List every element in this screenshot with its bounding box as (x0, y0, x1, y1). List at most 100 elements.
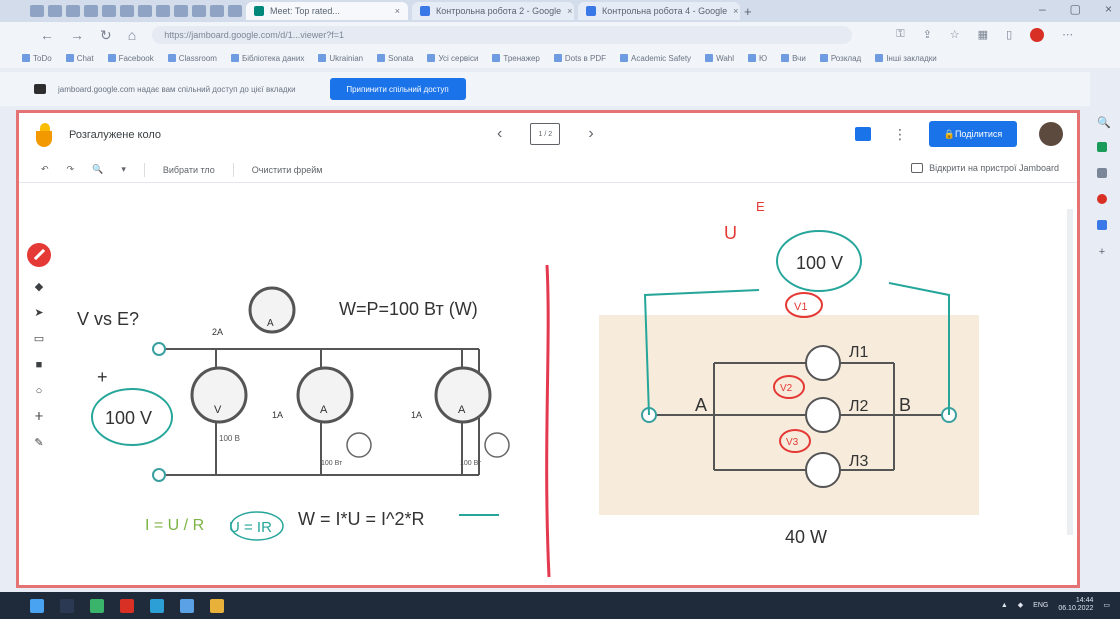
redo-icon[interactable]: ↷ (66, 164, 75, 174)
text-box-icon[interactable]: ⵜ (34, 411, 44, 423)
taskbar-app-icon[interactable] (180, 598, 194, 613)
document-title[interactable]: Розгалужене коло (69, 129, 162, 141)
vertical-scrollbar[interactable] (1067, 209, 1073, 535)
share-icon[interactable]: ⇪ (922, 29, 932, 41)
previous-frame-icon[interactable]: ‹ (497, 125, 503, 142)
reload-icon[interactable]: ↻ (100, 26, 112, 43)
sticky-note-icon[interactable]: ▭ (33, 333, 45, 345)
set-background-button[interactable]: Вибрати тло (162, 164, 215, 175)
bookmark-item[interactable]: Classroom (167, 54, 217, 63)
clear-frame-button[interactable]: Очистити фрейм (251, 164, 323, 175)
pinned-tab-icon[interactable] (138, 5, 152, 17)
profile-avatar[interactable] (1030, 28, 1045, 42)
taskbar-app-icon[interactable] (90, 598, 104, 613)
browser-tab[interactable]: Meet: Top rated... × (246, 2, 408, 20)
back-icon[interactable]: ← (40, 27, 54, 43)
home-icon[interactable]: ⌂ (127, 27, 137, 43)
app-icon[interactable] (1097, 142, 1107, 152)
browser-tab[interactable]: Контрольна робота 2 - Google × (412, 2, 574, 20)
laser-icon[interactable]: ✎ (34, 437, 44, 449)
bookmark-item[interactable]: Вчи (781, 54, 806, 63)
extensions-icon[interactable]: ▦ (977, 29, 989, 41)
jamboard-header: Розгалужене коло ‹ 1 / 2 › ⋮ 🔒 Поділитис… (19, 113, 1077, 157)
bookmark-item[interactable]: Chat (65, 54, 94, 63)
bookmark-item[interactable]: Інші закладки (875, 54, 937, 63)
taskbar-app-icon[interactable] (120, 598, 134, 613)
forward-icon[interactable]: → (70, 27, 84, 43)
pinned-tab-icon[interactable] (192, 5, 206, 17)
bookmark-item[interactable]: Sonata (377, 54, 413, 63)
eraser-icon[interactable]: ◆ (34, 281, 44, 293)
app-icon[interactable] (1097, 220, 1107, 230)
bookmark-item[interactable]: Dots в PDF (553, 54, 606, 63)
pinned-tab-icon[interactable] (156, 5, 170, 17)
bookmark-item[interactable]: Бібліотека даних (230, 54, 304, 63)
sidebar-icon[interactable]: ▯ (1006, 29, 1013, 41)
browser-tab[interactable]: Контрольна робота 4 - Google × (578, 2, 740, 20)
bookmark-item[interactable]: Ю (748, 54, 767, 63)
close-window-icon[interactable]: × (1104, 2, 1112, 16)
present-icon[interactable] (855, 127, 871, 141)
volume-icon[interactable]: ◆ (1017, 602, 1024, 609)
close-tab-icon[interactable]: × (733, 6, 739, 16)
bookmark-item[interactable]: Розклад (819, 54, 861, 63)
tab-search-icon[interactable] (30, 5, 44, 17)
next-frame-icon[interactable]: › (588, 125, 594, 142)
pinned-tab-icon[interactable] (174, 5, 188, 17)
bookmark-icon (377, 54, 386, 62)
bookmark-item[interactable]: Усі сервіси (427, 54, 478, 63)
jamboard-canvas[interactable]: A V 100 В A A 100 Вт 100 Вт V vs E? W=P=… (59, 185, 1069, 585)
pinned-tab-icon[interactable] (102, 5, 116, 17)
undo-icon[interactable]: ↶ (41, 164, 49, 174)
close-tab-icon[interactable]: × (394, 6, 400, 16)
search-icon[interactable] (60, 598, 74, 613)
pinned-tab-icon[interactable] (84, 5, 98, 17)
clock[interactable]: 14:44 06.10.2022 (1058, 597, 1093, 613)
close-tab-icon[interactable]: × (567, 6, 573, 16)
more-options-icon[interactable]: ⋮ (893, 125, 907, 142)
pinned-tab-icon[interactable] (120, 5, 134, 17)
url-input[interactable]: https://jamboard.google.com/d/1...viewer… (152, 26, 853, 44)
stop-sharing-button[interactable]: Припинити спільний доступ (329, 78, 466, 100)
network-icon[interactable]: ▲ (1000, 601, 1008, 609)
minimize-icon[interactable]: – (1038, 2, 1046, 16)
user-avatar[interactable] (1039, 122, 1063, 146)
chrome-icon[interactable] (150, 598, 164, 613)
new-tab-button[interactable]: + (744, 3, 752, 19)
jamboard-logo-icon[interactable] (36, 123, 52, 149)
maximize-icon[interactable]: ▢ (1069, 2, 1081, 16)
bookmark-item[interactable]: ToDo (22, 54, 52, 63)
pinned-tab-icon[interactable] (228, 5, 242, 17)
bookmark-icon (65, 54, 74, 62)
zoom-icon[interactable]: 🔍 (92, 164, 104, 174)
share-button[interactable]: 🔒 Поділитися (929, 121, 1017, 147)
open-on-device-button[interactable]: Відкрити на пристрої Jamboard (911, 163, 1059, 173)
notifications-icon[interactable]: ▭ (1103, 602, 1110, 609)
bookmark-item[interactable]: Ukrainian (318, 54, 363, 63)
select-arrow-icon[interactable]: ➤ (34, 307, 44, 319)
pen-tool-icon[interactable] (27, 243, 51, 267)
bookmark-item[interactable]: Wahl (705, 54, 734, 63)
star-icon[interactable]: ☆ (949, 29, 960, 41)
search-icon[interactable]: 🔍 (1097, 117, 1111, 129)
menu-icon[interactable]: ⋯ (1062, 29, 1074, 41)
bookmark-item[interactable]: Тренажер (492, 54, 540, 63)
pinned-tab-icon[interactable] (66, 5, 80, 17)
taskbar-app-icon[interactable] (210, 598, 224, 613)
key-icon[interactable]: ⚿ (896, 28, 905, 40)
circle-shape-icon[interactable]: ○ (35, 385, 43, 397)
bookmark-item[interactable]: Facebook (107, 54, 154, 63)
image-icon[interactable]: ■ (35, 359, 43, 371)
pinned-tab-icon[interactable] (48, 5, 62, 17)
add-icon[interactable]: + (1098, 246, 1106, 258)
bookmark-label: Sonata (388, 53, 414, 63)
app-icon[interactable] (1097, 194, 1107, 204)
start-icon[interactable] (30, 598, 44, 613)
bookmark-item[interactable]: Academic Safety (620, 54, 691, 63)
zoom-dropdown-icon[interactable]: ▾ (121, 164, 126, 174)
pinned-tab-icon[interactable] (210, 5, 224, 17)
app-icon[interactable] (1097, 168, 1107, 178)
language-indicator[interactable]: ENG (1033, 601, 1049, 609)
frame-bar-button[interactable]: 1 / 2 (530, 123, 561, 145)
lamp-label: Л3 (849, 453, 869, 470)
